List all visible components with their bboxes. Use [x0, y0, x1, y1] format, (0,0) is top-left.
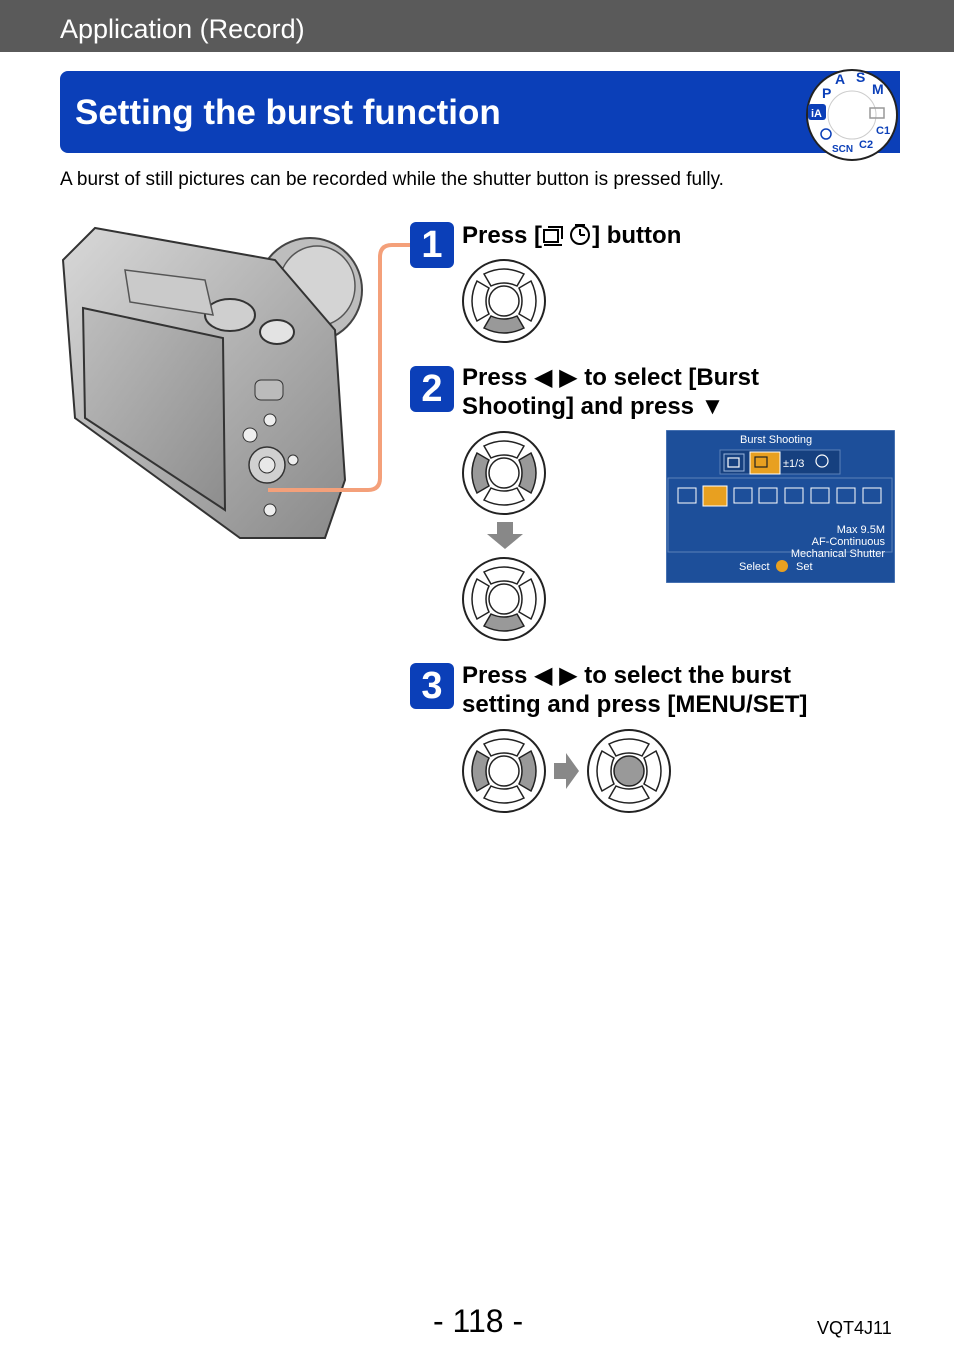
cursor-pad-left-right-icon: [462, 729, 546, 813]
menu-info-af: AF-Continuous: [812, 536, 886, 548]
step-2-line-1: Press ◀ ▶ to select [Burst: [462, 364, 760, 391]
dial-label-s: S: [856, 69, 865, 85]
menu-footer-set: Set: [796, 561, 813, 573]
intro-text: A burst of still pictures can be recorde…: [60, 169, 724, 190]
menu-exposure-item: ±1/3: [783, 458, 804, 470]
menu-info-max: Max 9.5M: [837, 524, 885, 536]
step-2-number: 2: [410, 366, 454, 412]
step-1-text-a: Press [: [462, 222, 543, 249]
dial-label-scn: SCN: [832, 144, 853, 155]
dial-label-p: P: [822, 85, 831, 101]
step-1-text-b: ] button: [592, 222, 682, 249]
menu-title: Burst Shooting: [740, 434, 812, 446]
title-bar: Setting the burst function: [60, 71, 900, 153]
down-arrow-icon: [487, 522, 523, 549]
dial-label-m: M: [872, 81, 884, 97]
document-code: VQT4J11: [817, 1318, 892, 1338]
page-number: - 118 -: [433, 1303, 524, 1339]
step-2-text: Press ◀ ▶ to select [Burst Shooting] and…: [462, 363, 759, 421]
cursor-pad-down-icon: [462, 259, 546, 343]
camera-illustration: [61, 226, 363, 539]
section-title: Application (Record): [60, 14, 305, 44]
step-3-line-2: setting and press [MENU/SET]: [462, 691, 808, 718]
burst-icon: [543, 226, 564, 246]
step-3-number: 3: [410, 663, 454, 709]
connector-line: [268, 243, 410, 492]
cursor-pad-down-icon: [462, 557, 546, 641]
cursor-pad-left-right-icon: [462, 431, 546, 515]
step-1-number: 1: [410, 222, 454, 268]
header-bar: Application (Record): [0, 0, 954, 52]
mode-dial-icon: P A S M C1 C2 SCN iA: [806, 69, 898, 161]
dial-label-c1: C1: [876, 125, 890, 137]
step-3-line-1: Press ◀ ▶ to select the burst: [462, 662, 792, 689]
dial-label-a: A: [835, 71, 845, 87]
step-1-text: Press [ ] button: [462, 221, 681, 250]
burst-menu-screen: Burst Shooting ±1/3 Max 9.5M AF-Continuo…: [666, 430, 895, 583]
self-timer-icon: [570, 224, 591, 245]
menu-footer-select: Select: [739, 561, 770, 573]
menu-footer-pad-icon: [776, 560, 788, 572]
menu-info-shutter: Mechanical Shutter: [791, 548, 885, 560]
cursor-pad-center-icon: [587, 729, 671, 813]
page-title: Setting the burst function: [75, 93, 501, 132]
step-3-text: Press ◀ ▶ to select the burst setting an…: [462, 661, 807, 719]
step-2-line-2: Shooting] and press ▼: [462, 393, 725, 420]
dial-label-ia: iA: [811, 108, 822, 120]
right-arrow-icon: [554, 753, 579, 789]
dial-label-c2: C2: [859, 139, 873, 151]
